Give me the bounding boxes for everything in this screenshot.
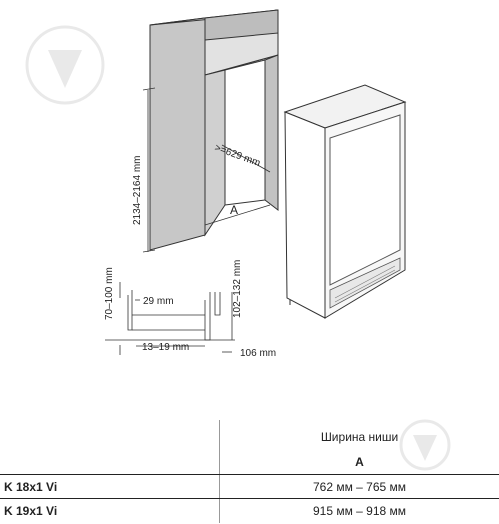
- table-row: K 18x1 Vi 762 мм – 765 мм: [0, 474, 499, 499]
- dim-70-100-label: 70–100 mm: [104, 267, 115, 320]
- installation-diagram: 2134–2164 mm >=629 mm A: [25, 9, 407, 359]
- plinth-detail: [105, 282, 235, 355]
- dim-13-19-label: 13–19 mm: [142, 342, 189, 353]
- refrigerator-appliance: [283, 84, 407, 319]
- height-label: 2134–2164 mm: [132, 156, 143, 226]
- table-header-row: Ширина ниши: [0, 420, 499, 452]
- table-subheader-row: A: [0, 452, 499, 474]
- model-name: K 18x1 Vi: [4, 480, 58, 494]
- width-a-label: A: [230, 203, 238, 217]
- header-title: Ширина ниши: [320, 430, 399, 444]
- watermark-logo: [399, 419, 451, 471]
- model-name: K 19x1 Vi: [4, 504, 58, 518]
- niche-width-table: Ширина ниши A K 18x1 Vi 762 мм – 765 мм …: [0, 419, 499, 524]
- header-col-a: A: [355, 455, 364, 469]
- table-divider: [219, 420, 220, 523]
- dim-102-132-label: 102–132 mm: [232, 260, 243, 318]
- watermark-logo: [25, 25, 105, 105]
- dim-106-label: 106 mm: [240, 348, 276, 359]
- niche-width: 762 мм – 765 мм: [312, 480, 407, 494]
- height-dimension: 2134–2164 mm: [132, 87, 156, 253]
- niche-cabinet: [149, 9, 279, 251]
- width-a-dimension: A: [204, 203, 271, 226]
- table-row: K 19x1 Vi 915 мм – 918 мм: [0, 498, 499, 524]
- dim-29-label: 29 mm: [143, 296, 174, 307]
- niche-width: 915 мм – 918 мм: [312, 504, 407, 518]
